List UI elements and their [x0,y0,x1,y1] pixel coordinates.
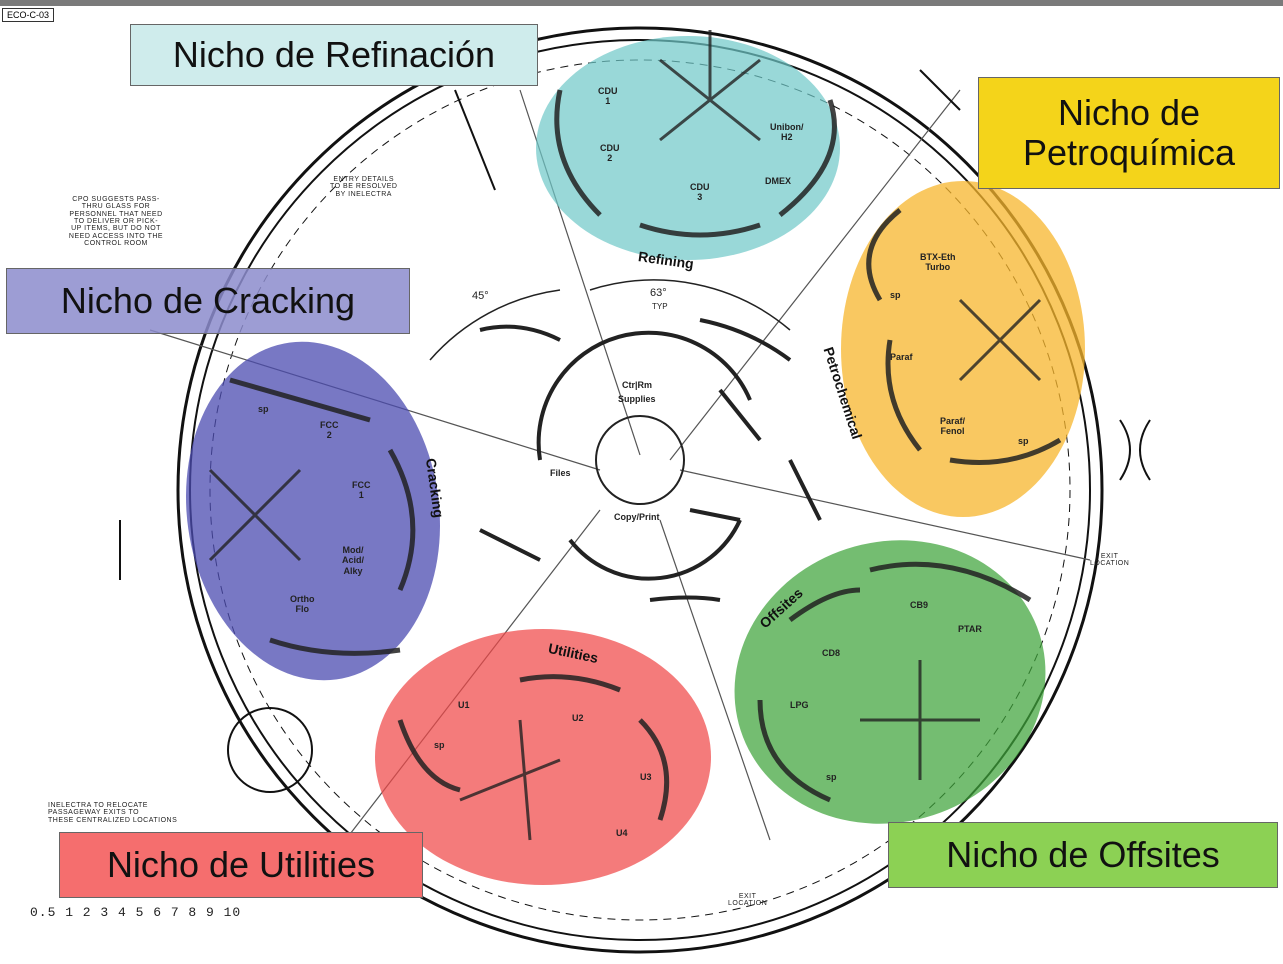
console-u1: U1 [458,700,470,710]
cracking-niche-label: Nicho de Cracking [6,268,410,334]
console-fcc1: FCC 1 [352,480,371,501]
console-parafenol: Paraf/ Fenol [940,416,966,437]
relocate-note: INELECTRA TO RELOCATE PASSAGEWAY EXITS T… [48,802,178,824]
central-core [595,415,685,505]
console-cdu1: CDU 1 [598,86,618,107]
console-unibon: Unibon/ H2 [770,122,804,143]
console-ortho: Ortho Flo [290,594,315,615]
offsites-zone [734,540,1046,824]
center-ctrl-label: Ctr|Rm [622,380,653,390]
cracking-zone [186,341,440,681]
angle-63-label: 63° [650,287,667,299]
exit-location-right: EXIT LOCATION [1090,553,1130,568]
utilities-zone [375,629,711,885]
console-lpg: LPG [790,700,809,710]
console-ptar: PTAR [958,624,982,634]
utilities-niche-label: Nicho de Utilities [59,832,423,898]
console-sp-utilities: sp [434,740,445,750]
console-sp-petro2: sp [1018,436,1029,446]
entry-details-note: ENTRY DETAILS TO BE RESOLVED BY INELECTR… [330,176,398,198]
center-copy-label: Copy/Print [614,512,660,522]
console-modacid: Mod/ Acid/ Alky [342,545,365,576]
console-u3: U3 [640,772,652,782]
dimension-arc-left [429,289,561,361]
console-u2: U2 [572,713,584,723]
console-dmex: DMEX [765,176,792,186]
offsites-niche-label: Nicho de Offsites [888,822,1278,888]
angle-45-label: 45° [472,290,489,302]
typ-label: TYP [652,302,668,311]
console-cdu3: CDU 3 [690,182,710,203]
console-sp-offsites: sp [826,772,837,782]
exit-location-bottom: EXIT LOCATION [728,893,768,908]
console-cb9: CB9 [910,600,929,610]
console-cd8: CD8 [822,648,841,658]
console-cdu2: CDU 2 [600,143,620,164]
console-parafinas: Paraf [890,352,913,362]
petrochem-niche-label: Nicho de Petroquímica [978,77,1280,189]
console-fcc2: FCC 2 [320,420,339,441]
top-border [0,0,1283,6]
console-btx: BTX-Eth Turbo [920,252,956,273]
document-id: ECO-C-03 [2,8,55,22]
dimension-arc-right [589,279,791,331]
inner-arc-bottom [568,519,742,581]
zone-highlights [186,36,1085,885]
scale-bar: 0.5 1 2 3 4 5 6 7 8 9 10 [30,905,242,920]
console-sp-petro: sp [890,290,901,300]
console-sp-cracking: sp [258,404,269,414]
petrochem-zone [841,181,1085,517]
center-files-label: Files [550,468,571,478]
refining-zone [536,36,840,260]
cpo-note: CPO SUGGESTS PASS- THRU GLASS FOR PERSON… [68,196,164,248]
console-u4: U4 [616,828,628,838]
outer-wall-ring [176,26,1104,954]
refining-niche-label: Nicho de Refinación [130,24,538,86]
center-supplies-label: Supplies [618,394,656,404]
inner-arc-top [536,330,752,461]
